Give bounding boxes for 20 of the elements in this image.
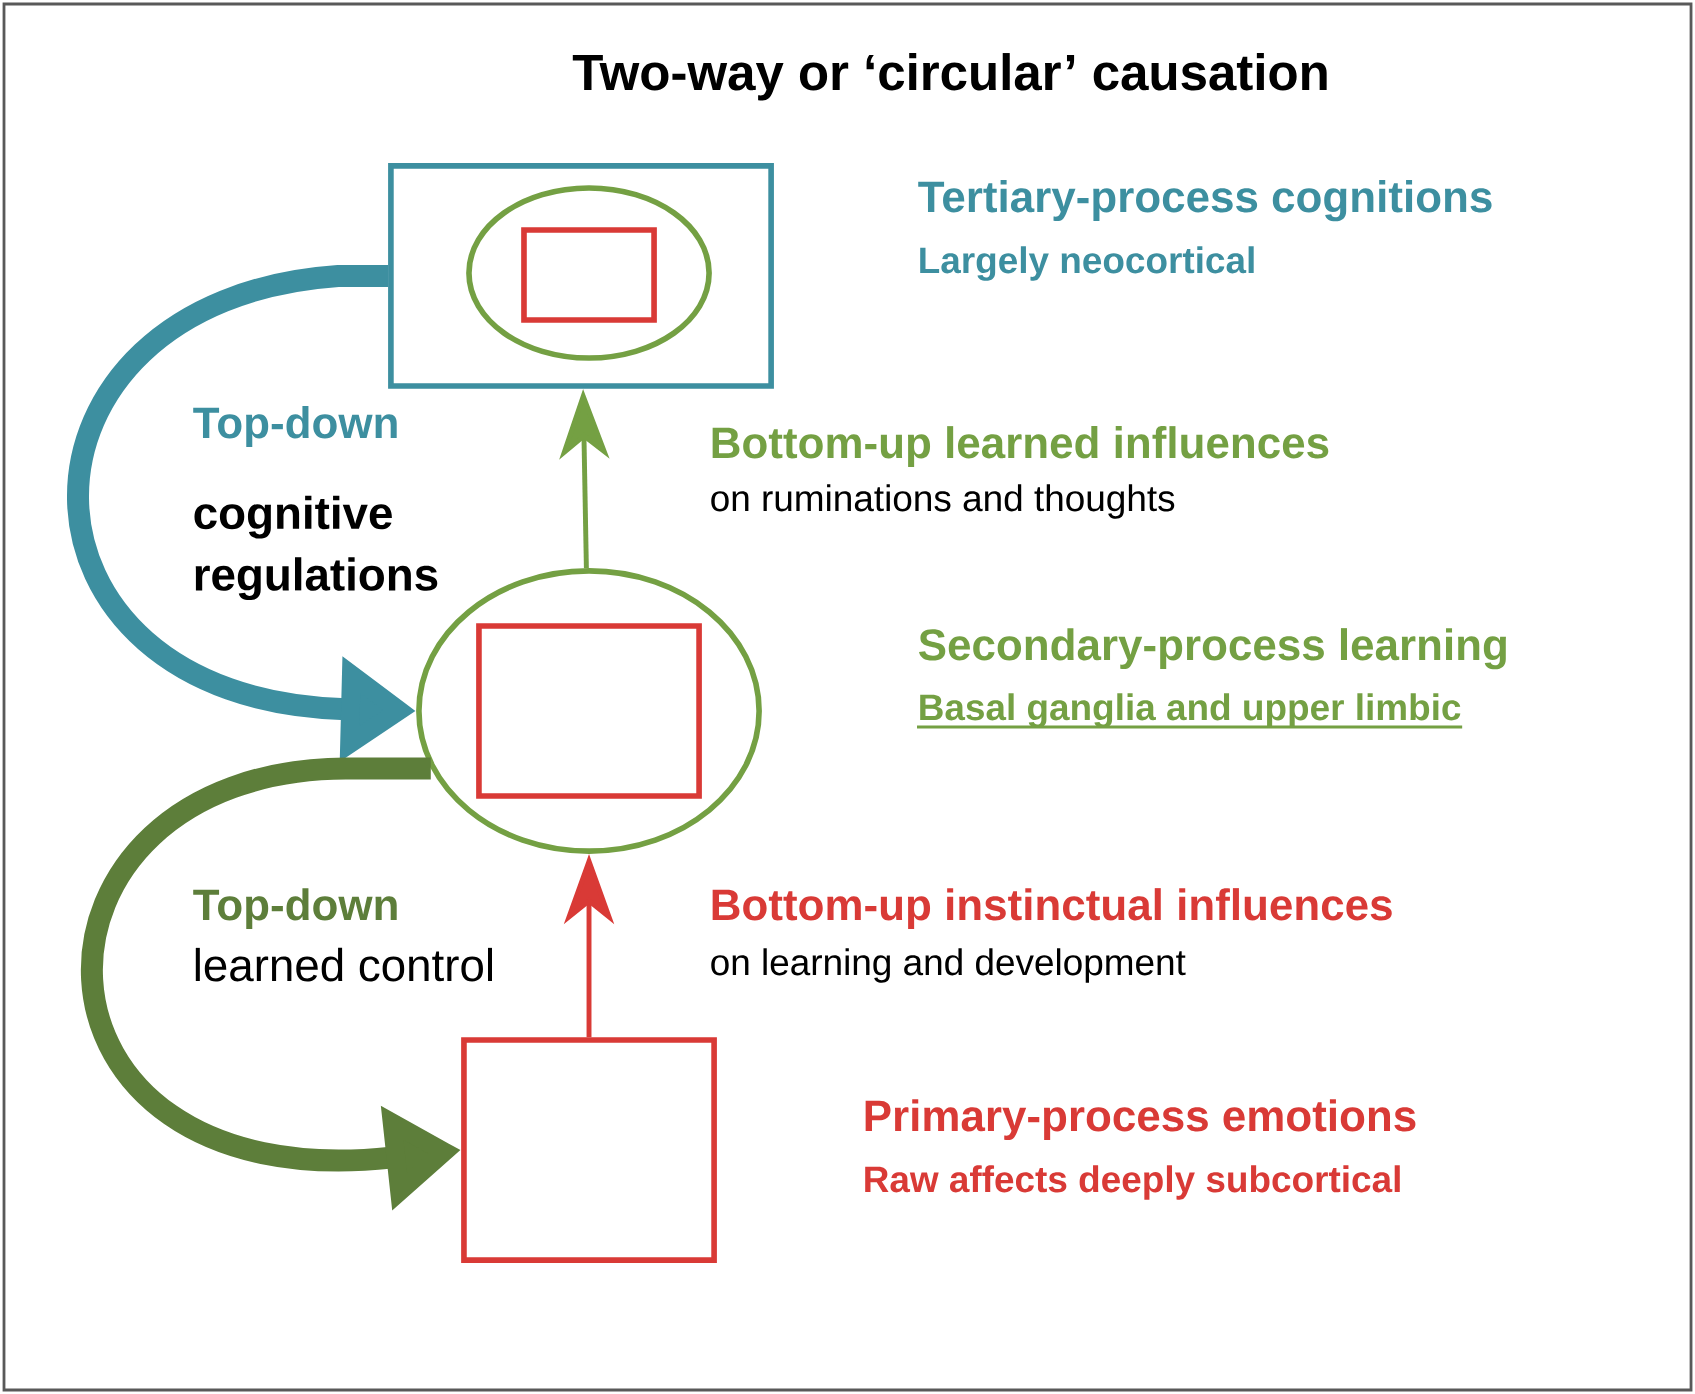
edge-label: Bottom-up instinctual influences xyxy=(712,888,1392,930)
edge-label: Top-down xyxy=(193,406,397,448)
rectangle-box xyxy=(476,623,702,799)
rectangle-box xyxy=(388,163,774,389)
label: on ruminations and thoughts xyxy=(711,484,1175,519)
label: cognitive regulations xyxy=(194,495,438,601)
title: Two-way or ‘circular’ causation xyxy=(572,53,1327,101)
rectangle-box xyxy=(521,227,657,323)
edge-label: Top-down xyxy=(193,888,397,930)
heading: Primary-process emotions xyxy=(865,1099,1416,1141)
subheading: Raw affects deeply subcortical xyxy=(865,1165,1400,1200)
edge-label: Bottom-up learned influences xyxy=(712,426,1329,468)
heading: Secondary-process learning xyxy=(919,628,1506,670)
subheading: Basal ganglia and upper limbic xyxy=(917,693,1463,729)
label: on learning and development xyxy=(711,948,1186,983)
rectangle-box xyxy=(461,1037,717,1263)
ellipse xyxy=(466,185,712,361)
heading: Tertiary-process cognitions xyxy=(918,180,1492,222)
label: learned control xyxy=(195,947,492,982)
subheading: Largely neocortical xyxy=(920,246,1254,281)
